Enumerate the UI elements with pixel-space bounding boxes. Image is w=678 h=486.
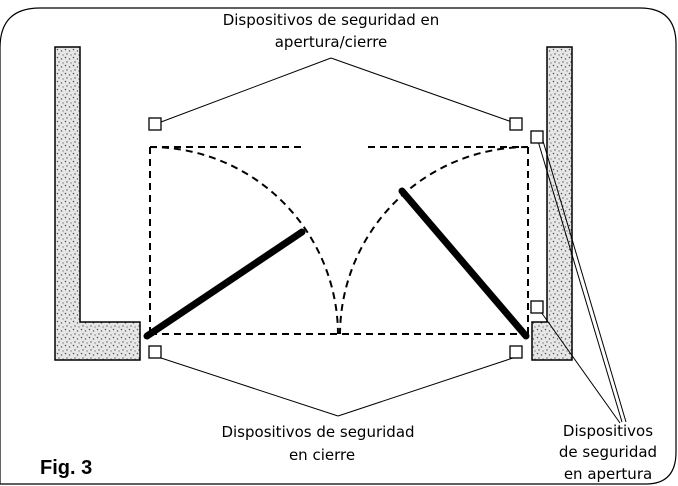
right-gate-leaf [398, 187, 530, 340]
figure-frame [0, 7, 677, 485]
safety-device-top-left [148, 117, 162, 131]
safety-device-right-upper [530, 130, 544, 144]
bottom-label-leaders [157, 356, 517, 417]
right-label-line2: de seguridad [559, 443, 657, 461]
right-label-leaders [537, 140, 627, 424]
figure-label: Fig. 3 [40, 457, 92, 479]
bottom-label-line1: Dispositivos de seguridad [221, 423, 414, 441]
right-wall [531, 46, 573, 361]
right-leaf-swing-arc [339, 146, 529, 335]
safety-device-right-lower [530, 300, 544, 314]
top-label-line1: Dispositivos de seguridad en [223, 11, 440, 29]
top-label-line2: apertura/cierre [275, 33, 388, 51]
safety-device-bottom-right [509, 345, 523, 359]
safety-device-bottom-left [148, 345, 162, 359]
left-leaf-swing-arc [149, 146, 339, 335]
left-wall [54, 46, 141, 361]
gate-swing-area [149, 146, 529, 335]
top-label-leaders [160, 57, 513, 123]
bottom-label-line2: en cierre [289, 446, 355, 464]
right-label-line1: Dispositivos [563, 422, 653, 440]
safety-device-top-right [509, 117, 523, 131]
right-label-line3: en apertura [564, 465, 652, 483]
left-gate-leaf [143, 228, 306, 340]
